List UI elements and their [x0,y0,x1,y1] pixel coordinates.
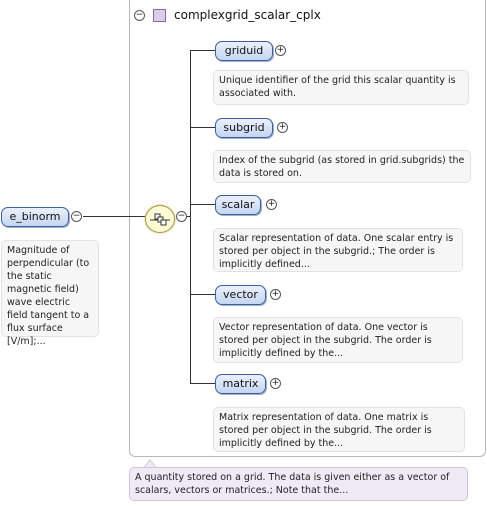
collapse-toggle-icon[interactable]: − [134,9,145,21]
child-label: subgrid [223,121,265,134]
child-doc-vector: Vector representation of data. One vecto… [213,317,463,363]
type-doc: A quantity stored on a grid. The data is… [129,467,468,501]
sequence-bus [190,50,191,383]
child-node-subgrid[interactable]: subgrid [215,118,273,138]
type-name: complexgrid_scalar_cplx [174,8,321,22]
child-node-scalar[interactable]: scalar [215,195,261,215]
expand-icon[interactable]: + [266,199,277,210]
complex-type-icon [153,8,166,22]
root-element-node[interactable]: e_binorm [1,207,69,227]
expand-icon[interactable]: + [277,122,288,133]
child-node-matrix[interactable]: matrix [215,374,266,394]
child-label: scalar [221,198,255,211]
child-label: griduid [224,44,264,57]
branch-scalar [190,204,215,205]
root-doc: Magnitude of perpendicular (to the stati… [1,240,99,347]
child-node-griduid[interactable]: griduid [215,41,273,61]
expand-icon[interactable]: + [270,289,281,300]
root-connector [83,216,145,217]
expand-icon[interactable]: + [270,378,281,389]
sequence-connector [186,216,191,217]
child-node-vector[interactable]: vector [215,285,266,305]
child-doc-scalar: Scalar representation of data. One scala… [213,228,463,272]
branch-griduid [190,50,215,51]
expand-icon[interactable]: + [275,45,286,56]
sequence-collapse-icon[interactable]: − [176,211,187,222]
child-doc-subgrid: Index of the subgrid (as stored in grid.… [213,150,471,183]
sequence-glyph-icon [150,213,170,226]
child-doc-matrix: Matrix representation of data. One matri… [213,407,465,452]
type-header: − complexgrid_scalar_cplx [134,7,321,23]
child-label: matrix [222,377,259,390]
root-collapse-icon[interactable]: − [71,211,82,222]
child-label: vector [223,288,258,301]
child-doc-griduid: Unique identifier of the grid this scala… [213,70,469,105]
branch-subgrid [190,127,215,128]
branch-matrix [190,383,215,384]
sequence-compositor-icon[interactable] [145,205,175,233]
root-element-label: e_binorm [9,210,61,223]
branch-vector [190,294,215,295]
